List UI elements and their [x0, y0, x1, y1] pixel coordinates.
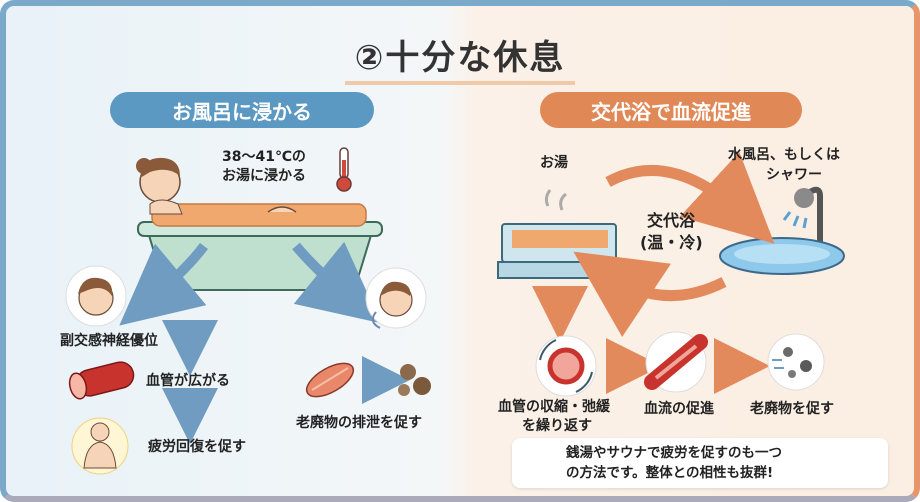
cold-line1: 水風呂、もしくは	[728, 147, 840, 163]
waste-label: 老廃物の排泄を促す	[296, 415, 422, 431]
thermometer-icon	[336, 147, 352, 192]
temp-line2: お湯に浸かる	[222, 168, 306, 184]
tip-line1: 銭湯やサウナで疲労を促すのも一つ	[566, 445, 782, 461]
recovered-body-icon	[71, 417, 129, 475]
alternating-line2: (温・冷)	[640, 233, 703, 252]
step1-line1: 血管の収縮・弛緩	[498, 399, 610, 415]
vessel-cycle-icon	[535, 335, 597, 397]
hot-bath-icon	[497, 189, 621, 279]
temp-line1: 38〜41℃の	[222, 149, 306, 165]
blood-flow-icon	[644, 331, 708, 393]
waste-matter-icon	[398, 364, 431, 396]
relieved-man-icon	[365, 267, 427, 329]
tip-note	[512, 438, 888, 488]
hot-water-label: お湯	[540, 155, 568, 171]
step3-label: 老廃物を促す	[750, 401, 834, 417]
arrow-to-parasympathetic	[119, 242, 208, 326]
bathing-person-icon	[136, 157, 297, 215]
step2-label: 血流の促進	[644, 401, 714, 417]
page-title: ②十分な休息	[344, 30, 576, 85]
muscle-icon	[305, 362, 355, 398]
parasympathetic-label: 副交感神経優位	[60, 333, 158, 349]
waste-flush-icon	[767, 333, 825, 391]
shower-basin-icon	[719, 186, 845, 275]
bathtub-icon	[137, 203, 383, 304]
title-wrap: ②十分な休息	[0, 30, 920, 85]
contrast-bath-header: 交代浴で血流促進	[540, 92, 802, 128]
arrow-to-hot	[573, 251, 727, 338]
bath-soak-header: お風呂に浸かる	[110, 92, 374, 128]
arrow-to-cold	[605, 151, 775, 244]
alternating-line1: 交代浴	[647, 211, 696, 230]
arrow-to-waste	[292, 241, 382, 324]
tip-line2: の方法です。整体との相性も抜群!	[566, 465, 774, 481]
relaxed-woman-icon	[65, 265, 127, 327]
vessels-label: 血管が広がる	[146, 373, 230, 389]
cold-line2: シャワー	[766, 167, 822, 183]
step1-line2: を繰り返す	[522, 418, 592, 434]
fatigue-label: 疲労回復を促す	[148, 439, 246, 455]
arrow-to-vessels	[161, 319, 218, 376]
blood-vessel-icon	[68, 361, 135, 400]
